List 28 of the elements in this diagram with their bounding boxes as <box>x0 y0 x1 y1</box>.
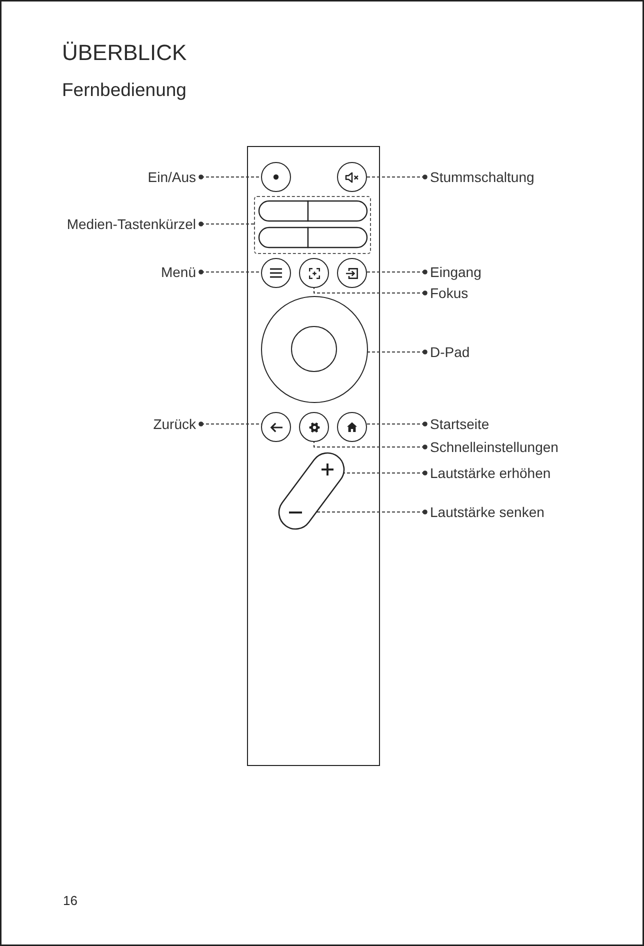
leader-line <box>198 270 262 274</box>
section-heading: Fernbedienung <box>62 79 186 101</box>
leader-line <box>198 422 262 426</box>
leader-line <box>198 222 254 226</box>
shortcut-keys-frame <box>254 196 371 254</box>
leader-line <box>366 174 428 180</box>
callout-label: D-Pad <box>430 344 470 360</box>
callout-label: Lautstärke erhöhen <box>430 465 551 481</box>
leader-line <box>366 350 428 354</box>
callout-label: Fokus <box>430 285 468 301</box>
callout-label: Schnelleinstellungen <box>430 439 558 455</box>
leader-line <box>314 288 428 296</box>
page-title: ÜBERBLICK <box>62 40 187 66</box>
leader-line <box>315 510 428 514</box>
page-number: 16 <box>63 893 78 909</box>
callout-label: Zurück <box>153 416 196 432</box>
callout-label: Eingang <box>430 264 482 280</box>
volume-rocker <box>278 452 344 528</box>
leader-line <box>314 442 428 450</box>
callout-label: Menü <box>160 264 196 280</box>
callout-label: Lautstärke senken <box>430 504 544 520</box>
callout-label: Medien-Tastenkürzel <box>66 216 196 232</box>
callout-label: Startseite <box>430 416 490 432</box>
callout-label: Stummschaltung <box>430 169 534 185</box>
callout-label: Ein/Aus <box>148 169 196 185</box>
leader-line <box>366 422 428 426</box>
leader-line <box>198 174 262 180</box>
leader-line <box>366 270 428 274</box>
